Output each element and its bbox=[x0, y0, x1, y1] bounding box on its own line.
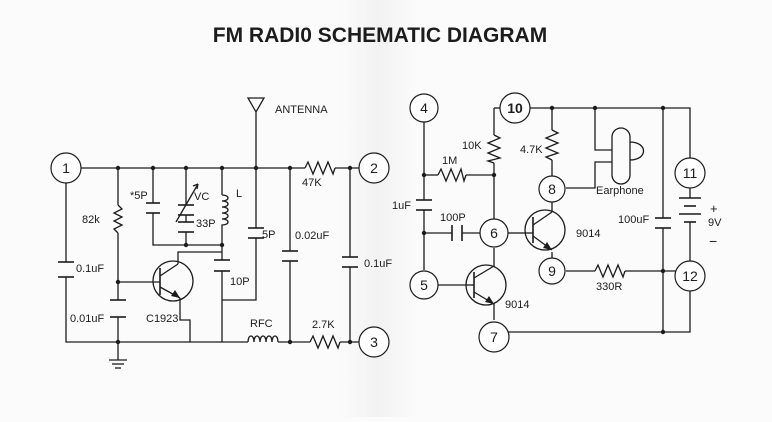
node-10: 10 bbox=[499, 92, 531, 124]
label-c1923: C1923 bbox=[146, 313, 178, 325]
capacitor-5p bbox=[248, 227, 264, 239]
node-6: 6 bbox=[479, 218, 509, 248]
capacitor-0-02uf bbox=[282, 250, 298, 262]
node-12: 12 bbox=[674, 260, 706, 292]
node-label: 3 bbox=[370, 334, 378, 350]
node-label: 4 bbox=[420, 100, 428, 116]
capacitor-0-1uf-right bbox=[342, 256, 358, 268]
capacitor-5p-star bbox=[146, 202, 160, 214]
capacitor-100uf bbox=[655, 217, 671, 229]
label-antenna: ANTENNA bbox=[275, 104, 328, 116]
capacitor-1uf bbox=[416, 199, 432, 211]
label-9v: 9V bbox=[708, 217, 722, 229]
label-33p: 33P bbox=[196, 218, 216, 230]
node-label: 6 bbox=[490, 225, 498, 241]
node-11: 11 bbox=[674, 157, 706, 189]
label-10k: 10K bbox=[462, 140, 482, 152]
resistor-82k bbox=[112, 204, 124, 234]
label-82k: 82k bbox=[82, 214, 100, 226]
label-0-1uf-left: 0.1uF bbox=[76, 263, 104, 275]
label-5p-star: *5P bbox=[130, 190, 148, 202]
capacitor-0-01uf bbox=[110, 299, 126, 318]
label-47k: 47K bbox=[302, 177, 322, 189]
resistor-10k bbox=[485, 134, 503, 164]
node-label: 11 bbox=[683, 165, 698, 181]
node-label: 12 bbox=[682, 268, 698, 284]
resistor-2-7k bbox=[309, 334, 341, 350]
node-8: 8 bbox=[538, 175, 566, 203]
node-label: 7 bbox=[490, 329, 498, 345]
label-rfc: RFC bbox=[250, 318, 273, 330]
antenna-symbol bbox=[246, 97, 266, 114]
label-1m: 1M bbox=[442, 155, 457, 167]
label-330r: 330R bbox=[596, 281, 622, 293]
transistor-9014-bottom bbox=[465, 264, 507, 306]
resistor-1m bbox=[437, 166, 467, 184]
label-vc: VC bbox=[194, 191, 209, 203]
label-1uf: 1uF bbox=[392, 200, 411, 212]
capacitor-33p bbox=[178, 221, 194, 233]
left-circuit-junctions bbox=[115, 165, 353, 345]
node-label: 8 bbox=[548, 181, 556, 197]
node-9: 9 bbox=[538, 257, 566, 285]
capacitor-0-1uf-left bbox=[58, 261, 74, 278]
node-label: 9 bbox=[548, 263, 556, 279]
ground-icon bbox=[109, 359, 127, 369]
transistor-c1923 bbox=[152, 260, 194, 302]
earphone-icon bbox=[611, 127, 645, 185]
label-0-01uf: 0.01uF bbox=[70, 313, 105, 325]
transistor-9014-top bbox=[523, 209, 566, 251]
inductor-l bbox=[221, 194, 229, 231]
node-1: 1 bbox=[50, 152, 82, 184]
resistor-330r bbox=[594, 263, 626, 279]
label-100p: 100P bbox=[440, 212, 466, 224]
battery-9v bbox=[679, 195, 701, 230]
label-5p: 5P bbox=[262, 229, 275, 241]
label-0-02uf: 0.02uF bbox=[295, 230, 330, 242]
label-battery-minus: − bbox=[709, 233, 717, 249]
right-circuit-wires bbox=[423, 107, 691, 333]
node-2: 2 bbox=[358, 152, 390, 184]
label-0-1uf-right: 0.1uF bbox=[364, 258, 392, 270]
label-100uf: 100uF bbox=[618, 214, 649, 226]
label-2-7k: 2.7K bbox=[312, 319, 335, 331]
node-label: 10 bbox=[507, 100, 523, 116]
node-4: 4 bbox=[409, 93, 439, 123]
label-4-7k: 4.7K bbox=[520, 144, 543, 156]
node-7: 7 bbox=[478, 321, 510, 353]
label-9014-top: 9014 bbox=[576, 228, 600, 240]
label-battery-plus: + bbox=[710, 201, 718, 216]
label-earphone: Earphone bbox=[596, 185, 644, 197]
node-5: 5 bbox=[409, 270, 439, 300]
right-circuit-junctions bbox=[421, 105, 666, 335]
capacitor-10p bbox=[214, 259, 230, 272]
label-inductor-l: L bbox=[236, 188, 242, 200]
node-label: 2 bbox=[370, 160, 378, 176]
resistor-47k bbox=[304, 160, 336, 176]
node-label: 1 bbox=[62, 160, 70, 176]
variable-capacitor-vc bbox=[175, 183, 199, 223]
left-circuit-wires bbox=[65, 112, 360, 360]
capacitor-100p bbox=[451, 225, 463, 241]
node-3: 3 bbox=[358, 326, 390, 358]
label-10p: 10P bbox=[230, 276, 250, 288]
inductor-rfc bbox=[247, 335, 279, 343]
node-label: 5 bbox=[420, 277, 428, 293]
label-9014-bottom: 9014 bbox=[505, 299, 529, 311]
diagram-title: FM RADI0 SCHEMATIC DIAGRAM bbox=[213, 24, 547, 47]
resistor-4-7k bbox=[544, 129, 560, 161]
